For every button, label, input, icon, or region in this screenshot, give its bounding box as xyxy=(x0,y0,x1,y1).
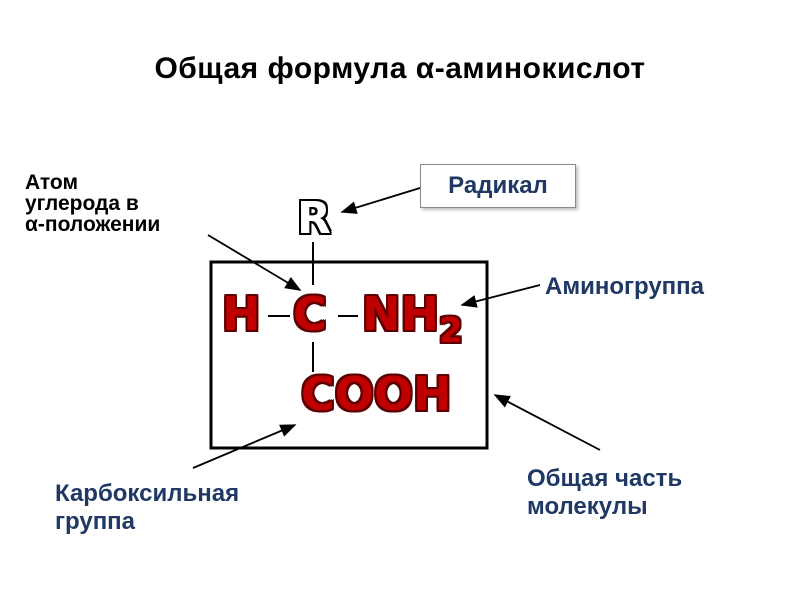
label-common-part-line-2: молекулы xyxy=(527,493,648,520)
formula-amino-text: NH xyxy=(362,287,439,341)
formula-hydrogen: H xyxy=(222,287,261,341)
label-carboxyl-group: Карбоксильная группа xyxy=(55,480,239,536)
formula-amino-subscript: 2 xyxy=(439,311,463,351)
arrow-carboxyl-group xyxy=(192,424,297,469)
formula-radical: R xyxy=(297,193,331,244)
arrow-common-part xyxy=(493,394,601,451)
label-common-part-line-1: Общая часть xyxy=(527,465,683,492)
page-title: Общая формула α-аминокислот xyxy=(154,52,646,85)
label-alpha-carbon-line-1: Атом xyxy=(25,171,78,194)
label-alpha-carbon: Атом углерода в α-положении xyxy=(25,172,160,235)
formula-carboxyl: COOH xyxy=(301,367,452,421)
label-alpha-carbon-line-3: α-положении xyxy=(25,213,161,236)
common-part-frame xyxy=(209,260,489,450)
arrow-alpha-carbon xyxy=(207,234,302,291)
arrow-radical xyxy=(340,187,421,214)
label-alpha-carbon-line-2: углерода в xyxy=(25,192,139,215)
label-radical: Радикал xyxy=(420,164,576,208)
label-carboxyl-group-line-1: Карбоксильная xyxy=(55,480,240,507)
formula-amino: NH2 xyxy=(362,291,463,351)
formula-carbon: C xyxy=(293,287,327,341)
label-carboxyl-group-line-2: группа xyxy=(55,508,136,535)
arrow-amino-group xyxy=(460,284,541,308)
label-amino-group: Аминогруппа xyxy=(545,273,705,300)
label-common-part: Общая часть молекулы xyxy=(527,465,682,521)
